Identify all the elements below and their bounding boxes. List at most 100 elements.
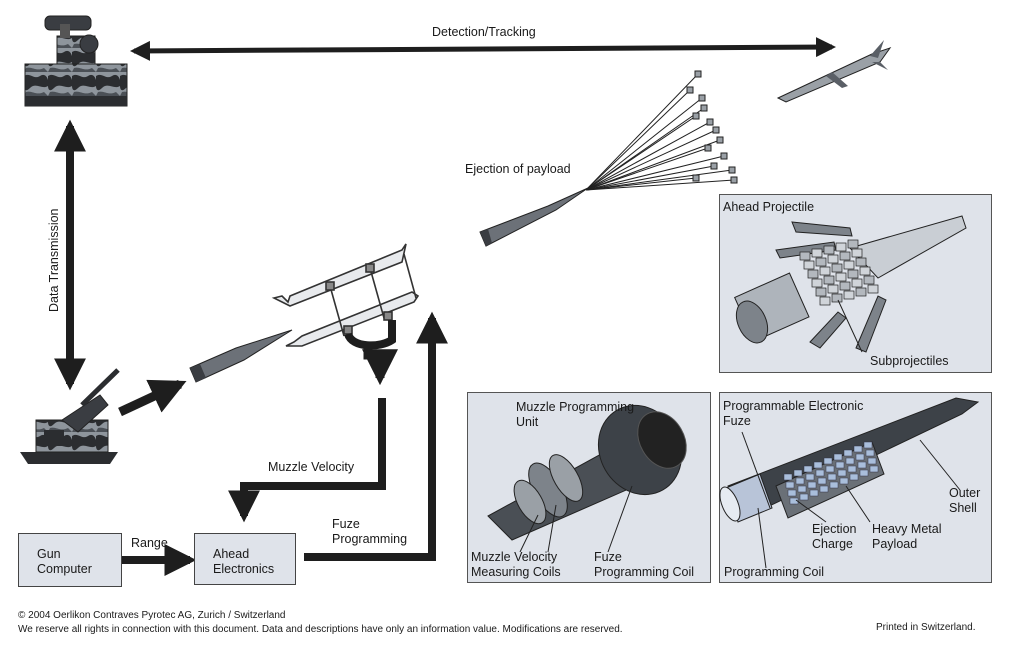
heavy-metal-pellet xyxy=(859,469,869,477)
payload-fan-line xyxy=(585,121,711,191)
subprojectile xyxy=(692,112,700,120)
heavy-metal-payload-label: Heavy Metal Payload xyxy=(872,522,942,551)
heavy-metal-pellet xyxy=(819,485,829,493)
heavy-metal-pellet xyxy=(785,481,795,489)
heavy-metal-pellet xyxy=(797,485,807,493)
ejection-projectile xyxy=(479,187,589,247)
heavy-metal-pellet xyxy=(843,449,853,457)
heavy-metal-pellet xyxy=(805,473,815,481)
heavy-metal-pellet xyxy=(863,441,873,449)
heavy-metal-pellet xyxy=(845,457,855,465)
subprojectile-cube xyxy=(815,257,827,267)
data-transmission-label: Data Transmission xyxy=(47,208,61,312)
heavy-metal-pellet xyxy=(853,445,863,453)
payload-fan-line xyxy=(585,147,709,191)
subprojectile xyxy=(694,70,702,78)
heavy-metal-pellet xyxy=(815,469,825,477)
heavy-metal-pellet xyxy=(799,493,809,501)
heavy-metal-pellet xyxy=(823,457,833,465)
subprojectile-cube xyxy=(823,275,835,285)
heavy-metal-pellet xyxy=(807,481,817,489)
payload-fan-line xyxy=(585,165,715,191)
heavy-metal-pellet xyxy=(839,477,849,485)
heavy-metal-pellet xyxy=(827,473,837,481)
subprojectile-cube xyxy=(843,290,855,300)
missile-target xyxy=(776,40,892,103)
heavy-metal-pellet xyxy=(813,461,823,469)
subprojectile xyxy=(728,166,736,174)
subprojectile xyxy=(704,144,712,152)
subprojectile-cube xyxy=(839,251,851,261)
heavy-metal-pellet xyxy=(835,461,845,469)
fuze-panel-title: Programmable Electronic Fuze xyxy=(723,399,864,428)
heavy-metal-pellet xyxy=(787,489,797,497)
subprojectile xyxy=(698,94,706,102)
ahead-electronics-box: Ahead Electronics xyxy=(194,533,296,585)
subprojectile-cube xyxy=(831,263,843,273)
subprojectile-cube xyxy=(843,260,855,270)
subprojectile xyxy=(720,152,728,160)
heavy-metal-pellet xyxy=(855,453,865,461)
heavy-metal-pellet xyxy=(837,469,847,477)
subprojectile-cube xyxy=(855,257,867,267)
heavy-metal-pellet xyxy=(803,465,813,473)
heavy-metal-pellet xyxy=(869,465,879,473)
fuze-programming-coil-label: Fuze Programming Coil xyxy=(594,550,695,579)
detection-tracking-label: Detection/Tracking xyxy=(432,25,536,39)
subprojectile-cube xyxy=(835,242,847,252)
subprojectile-cube xyxy=(831,293,843,303)
subprojectile xyxy=(710,162,718,170)
muzzle-programmer-schematic xyxy=(271,243,420,350)
gun-mount xyxy=(20,368,120,464)
muzzle-velocity-arrow xyxy=(228,398,386,523)
heavy-metal-pellet xyxy=(865,449,875,457)
subprojectile-cube xyxy=(823,245,835,255)
subprojectile xyxy=(686,86,694,94)
subprojectile-cube xyxy=(835,272,847,282)
subprojectile-cube xyxy=(803,260,815,270)
fuze-programming-arrow xyxy=(304,311,448,561)
muzzle-unit-illustration xyxy=(487,404,687,553)
heavy-metal-pellet xyxy=(783,473,793,481)
payload-fan-line xyxy=(585,177,697,191)
fuze-illustration xyxy=(719,397,980,569)
heavy-metal-pellet xyxy=(867,457,877,465)
subprojectile-cube xyxy=(847,239,859,249)
payload-fan-line xyxy=(585,115,697,191)
subprojectile-cube xyxy=(827,254,839,264)
payload-fan-line xyxy=(585,89,691,191)
subprojectile xyxy=(706,118,714,126)
muzzle-velocity-label: Muzzle Velocity xyxy=(268,460,355,474)
subprojectile-cube xyxy=(811,248,823,258)
payload-fan-line xyxy=(585,169,733,191)
subprojectile-cube xyxy=(859,266,871,276)
programming-coil-label: Programming Coil xyxy=(724,565,825,579)
subprojectile xyxy=(700,104,708,112)
subprojectile xyxy=(692,174,700,182)
payload-fan-line xyxy=(585,73,699,191)
subprojectile-cube xyxy=(819,296,831,306)
detection-tracking-arrow xyxy=(130,37,836,61)
ejection-charge-label: Ejection Charge xyxy=(812,522,857,551)
flight-projectile xyxy=(189,329,293,383)
subprojectile-cube xyxy=(863,275,875,285)
subprojectile-cube xyxy=(799,251,811,261)
outer-shell-label: Outer Shell xyxy=(949,486,981,515)
payload-fan-line xyxy=(585,179,735,191)
subprojectiles-label: Subprojectiles xyxy=(870,354,949,368)
gun-to-projectile-arrow xyxy=(118,379,187,417)
subprojectile-cube xyxy=(851,278,863,288)
subprojectile-cube xyxy=(811,278,823,288)
subprojectile-cube xyxy=(815,287,827,297)
subprojectiles-leader xyxy=(837,299,863,353)
range-label: Range xyxy=(131,536,168,550)
fuze-programming-label: Fuze Programming xyxy=(332,517,408,546)
measuring-coils-label: Muzzle Velocity Measuring Coils xyxy=(471,550,561,579)
subprojectile-cube xyxy=(855,287,867,297)
subprojectile-cubes xyxy=(799,239,879,306)
subprojectile-cube xyxy=(847,269,859,279)
heavy-metal-pellet xyxy=(793,469,803,477)
payload-fan-line xyxy=(585,97,703,191)
